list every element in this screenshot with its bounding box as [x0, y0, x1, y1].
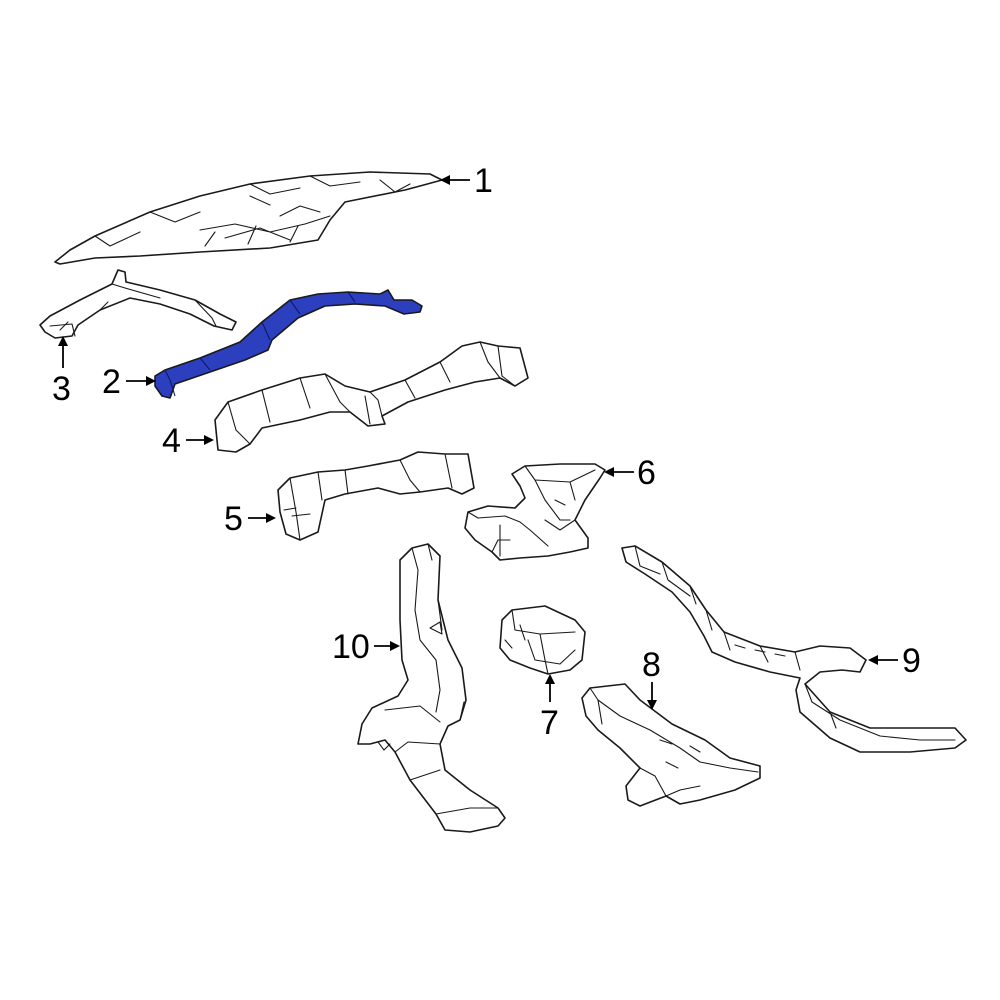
- part-9-right-duct[interactable]: [621, 545, 967, 753]
- callout-2: 2: [102, 363, 156, 401]
- callout-6: 6: [604, 454, 656, 492]
- part-6-vent-housing[interactable]: [464, 463, 606, 561]
- part-10-vertical-duct[interactable]: [357, 543, 506, 833]
- part-2-fill: [154, 289, 423, 399]
- callout-1-label: 1: [474, 162, 493, 200]
- callout-3: 3: [52, 336, 71, 408]
- callout-4: 4: [162, 422, 214, 460]
- part-1-dash-panel[interactable]: [54, 171, 443, 265]
- callout-8-label: 8: [642, 646, 661, 684]
- callout-2-label: 2: [102, 363, 121, 401]
- part-7-vent-bezel[interactable]: [499, 605, 586, 675]
- callout-3-label: 3: [52, 370, 71, 408]
- callout-7-label: 7: [540, 704, 559, 742]
- callout-9: 9: [868, 642, 921, 680]
- callout-5: 5: [224, 500, 276, 538]
- part-4-center-duct[interactable]: [214, 341, 529, 453]
- part-5-small-duct[interactable]: [277, 451, 475, 541]
- part-2-highlighted-duct[interactable]: [154, 289, 423, 399]
- part-8-floor-duct[interactable]: [581, 683, 761, 807]
- part-3-left-upper-duct[interactable]: [39, 269, 237, 339]
- callout-8: 8: [642, 646, 661, 710]
- callout-10-label: 10: [332, 628, 370, 666]
- callout-6-label: 6: [637, 454, 656, 492]
- callout-4-label: 4: [162, 422, 181, 460]
- callout-1: 1: [440, 162, 493, 200]
- callout-10: 10: [332, 628, 400, 666]
- callout-7: 7: [540, 674, 559, 742]
- callout-9-label: 9: [902, 642, 921, 680]
- callout-5-label: 5: [224, 500, 243, 538]
